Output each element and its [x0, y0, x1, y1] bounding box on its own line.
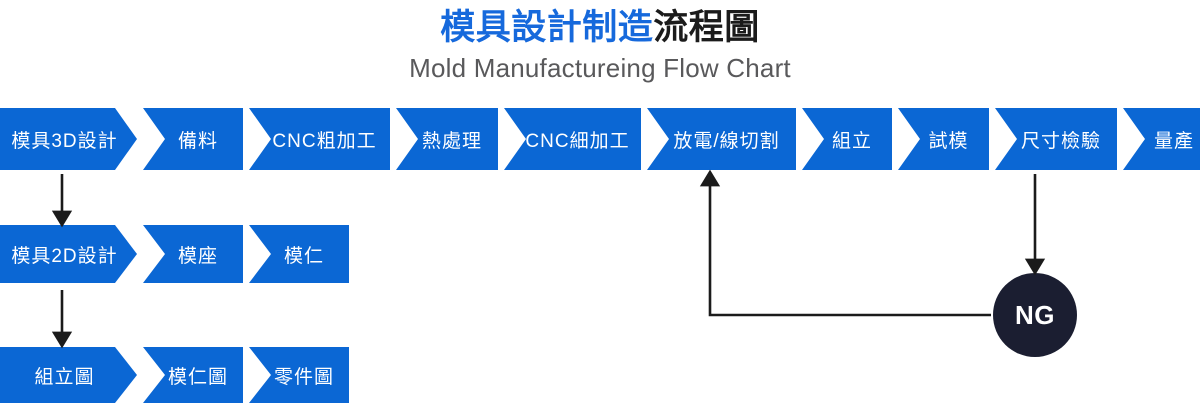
step-divider — [989, 108, 995, 170]
step-assembly-drawing[interactable]: 組立圖 — [0, 347, 137, 403]
step-divider — [137, 347, 143, 403]
page-title-rest: 流程圖 — [653, 8, 760, 47]
step-edm-wire-cut[interactable]: 放電/線切割 — [647, 108, 796, 170]
step-label: 試模 — [928, 130, 969, 152]
step-label: 模座 — [177, 245, 218, 267]
step-divider — [243, 347, 249, 403]
page-subtitle: Mold Manufactureing Flow Chart — [409, 53, 791, 83]
step-label: 尺寸檢驗 — [1020, 130, 1101, 152]
step-mold-base[interactable]: 模座 — [143, 225, 243, 283]
step-divider — [1117, 108, 1123, 170]
step-divider — [243, 108, 249, 170]
drawing-output-row: 組立圖 模仁圖 零件圖 — [0, 347, 349, 403]
step-label: 模具2D設計 — [11, 245, 118, 267]
step-mold-core[interactable]: 模仁 — [249, 225, 349, 283]
step-label: 量產 — [1153, 130, 1194, 152]
arrow-ng-rework-loop — [699, 169, 991, 317]
step-label: 模具3D設計 — [11, 130, 118, 152]
step-divider — [390, 108, 396, 170]
step-label: 模仁圖 — [167, 366, 228, 388]
step-label: 放電/線切割 — [673, 130, 780, 152]
step-mold-2d-design[interactable]: 模具2D設計 — [0, 225, 137, 283]
step-divider — [243, 225, 249, 283]
step-part-drawing[interactable]: 零件圖 — [249, 347, 349, 403]
step-dimension-inspection[interactable]: 尺寸檢驗 — [995, 108, 1117, 170]
step-label: 零件圖 — [273, 366, 334, 388]
main-process-row: 模具3D設計 備料 CNC粗加工 熱處理 CNC細加工 放電/線切割 組立 試模… — [0, 108, 1200, 170]
step-assembly[interactable]: 組立 — [802, 108, 892, 170]
step-label: CNC粗加工 — [272, 130, 377, 152]
step-divider — [498, 108, 504, 170]
step-label: CNC細加工 — [525, 130, 630, 152]
step-cnc-rough-machining[interactable]: CNC粗加工 — [249, 108, 390, 170]
step-trial-mold[interactable]: 試模 — [898, 108, 989, 170]
step-heat-treatment[interactable]: 熱處理 — [396, 108, 498, 170]
step-label: 熱處理 — [421, 130, 482, 152]
step-core-drawing[interactable]: 模仁圖 — [143, 347, 243, 403]
step-divider — [137, 108, 143, 170]
step-label: 模仁 — [283, 245, 324, 267]
design-2d-row: 模具2D設計 模座 模仁 — [0, 225, 349, 283]
step-label: 組立圖 — [34, 366, 95, 388]
step-mold-3d-design[interactable]: 模具3D設計 — [0, 108, 137, 170]
step-label: 備料 — [177, 130, 218, 152]
step-material-prep[interactable]: 備料 — [143, 108, 243, 170]
title-block: 模具設計制造流程圖 Mold Manufactureing Flow Chart — [0, 6, 1200, 84]
step-label: 組立 — [831, 130, 872, 152]
page-title-highlight: 模具設計制造 — [440, 8, 654, 47]
step-divider — [892, 108, 898, 170]
page-title: 模具設計制造流程圖 — [0, 6, 1200, 50]
step-divider — [641, 108, 647, 170]
step-divider — [137, 225, 143, 283]
step-divider — [796, 108, 802, 170]
step-cnc-fine-machining[interactable]: CNC細加工 — [504, 108, 641, 170]
ng-label: NG — [1015, 299, 1055, 330]
step-mass-production[interactable]: 量產 — [1123, 108, 1200, 170]
ng-decision-node[interactable]: NG — [993, 273, 1077, 357]
